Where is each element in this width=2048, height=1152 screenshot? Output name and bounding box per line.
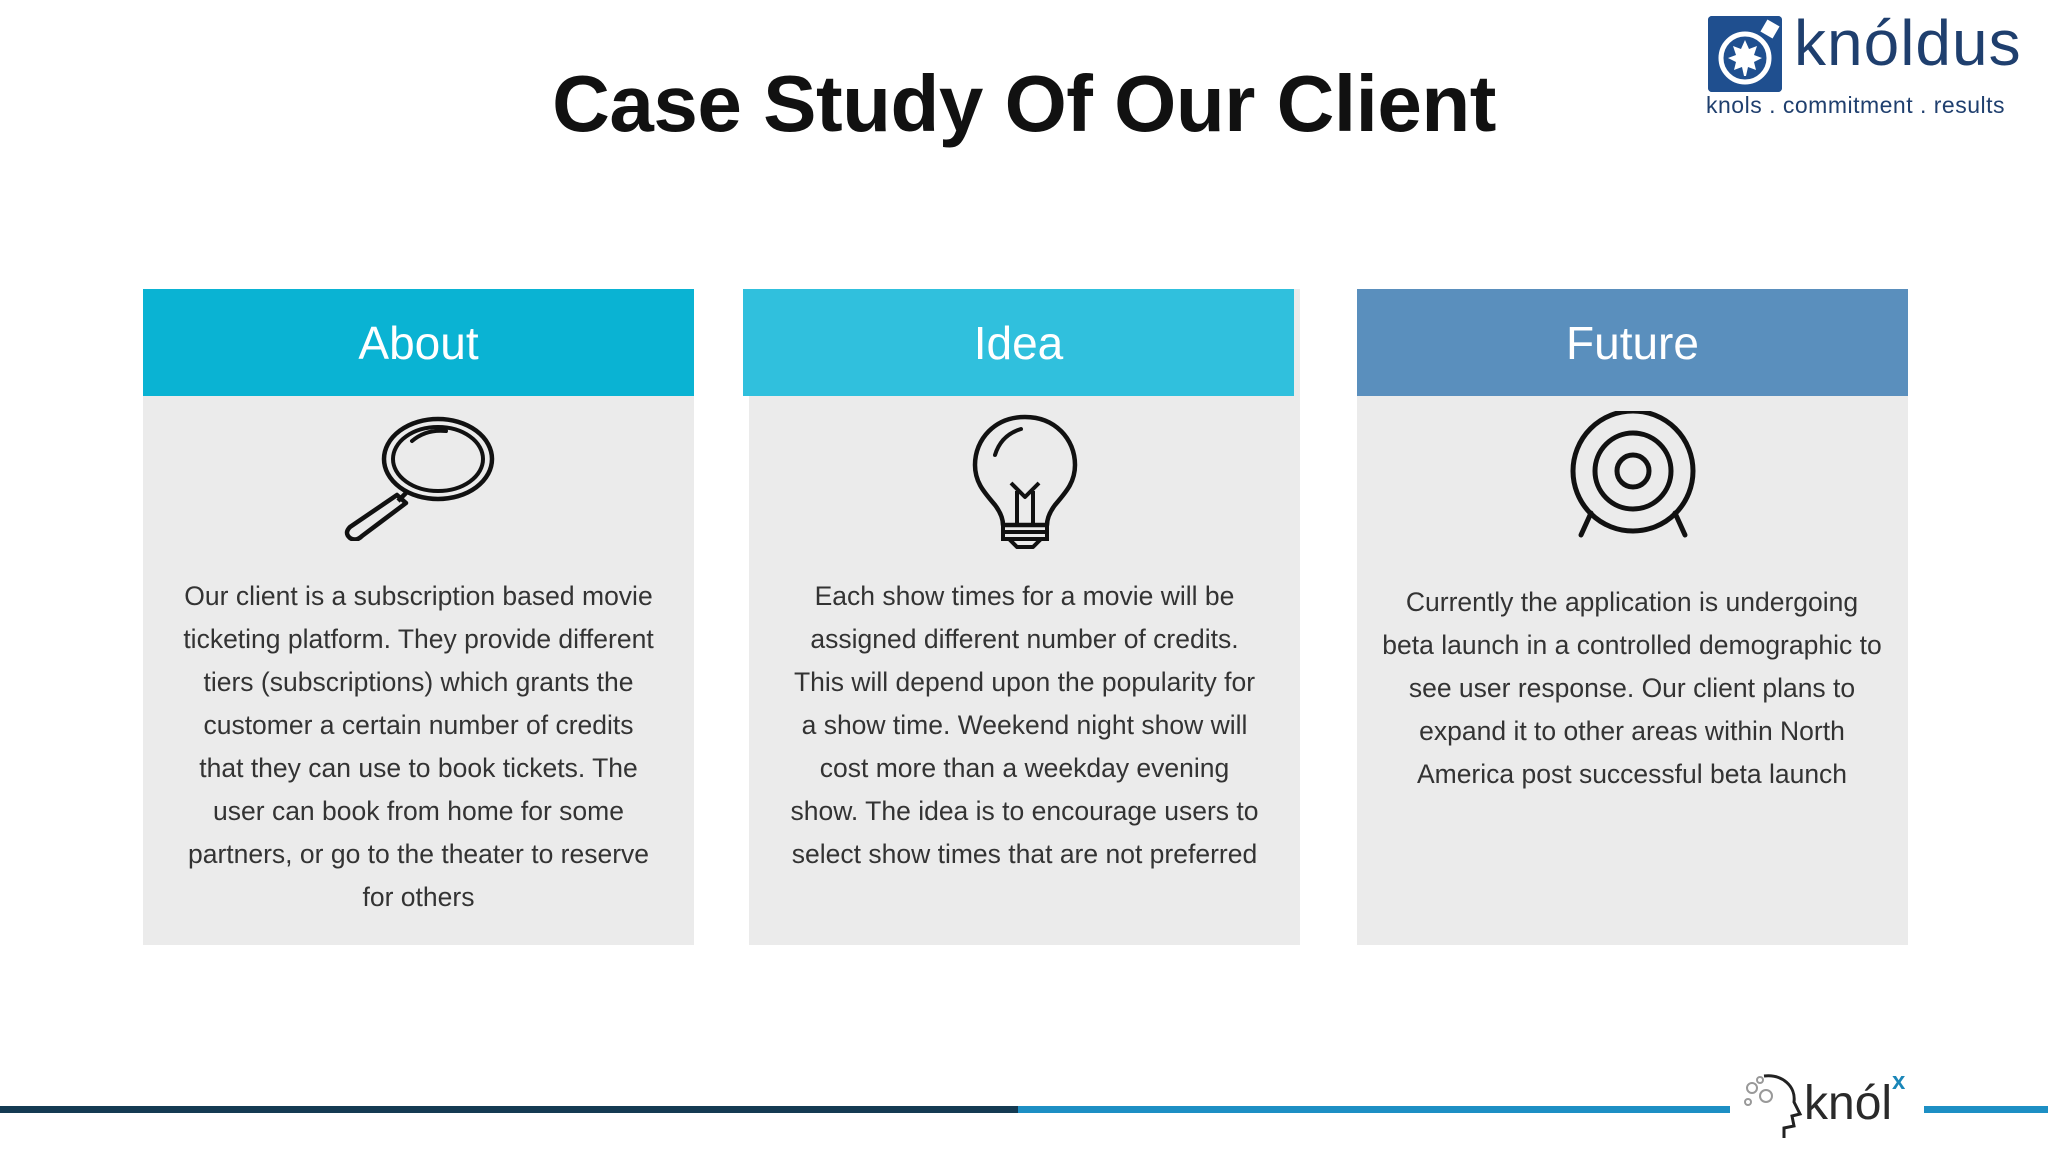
card-future-text: Currently the application is undergoing … <box>1382 587 1882 789</box>
card-idea-header: Idea <box>743 289 1294 396</box>
maple-leaf-icon <box>1708 16 1782 92</box>
magnifying-glass-icon <box>143 411 694 551</box>
card-future: Future Currently the application is unde… <box>1357 289 1908 945</box>
card-about-header: About <box>143 289 694 396</box>
knolx-wordmark: knól <box>1804 1077 1893 1130</box>
footer-line-light <box>1018 1106 2048 1113</box>
light-bulb-icon <box>749 411 1300 551</box>
card-about-heading: About <box>358 316 479 369</box>
card-about-text: Our client is a subscription based movie… <box>183 581 654 912</box>
target-icon <box>1357 411 1908 551</box>
knolx-superscript: x <box>1892 1068 1906 1095</box>
card-idea-heading: Idea <box>973 316 1064 369</box>
card-idea-text: Each show times for a movie will be assi… <box>790 581 1259 869</box>
card-about: About Our client is a subscription based… <box>143 289 694 945</box>
card-future-header: Future <box>1357 289 1908 396</box>
knolx-head-icon <box>1744 1074 1803 1138</box>
footer-line-dark <box>0 1106 1018 1113</box>
logo-wordmark: knóldus <box>1794 7 2022 79</box>
knoldus-logo: knóldus knols . commitment . results <box>1706 7 2021 126</box>
knolx-logo: knól x <box>1730 1048 1924 1152</box>
logo-tagline: knols . commitment . results <box>1706 92 2006 118</box>
card-future-heading: Future <box>1566 316 1699 369</box>
card-idea: Idea Each show times for a movie will be… <box>743 289 1300 945</box>
slide-title: Case Study Of Our Client <box>552 59 1496 148</box>
